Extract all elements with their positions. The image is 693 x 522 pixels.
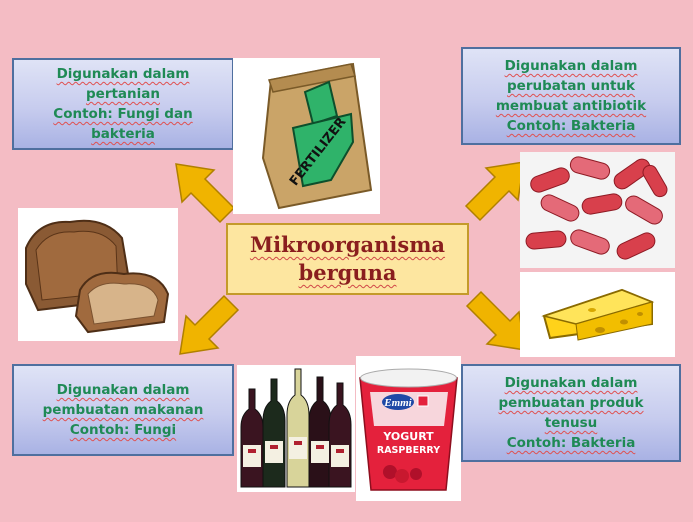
arrow-up-right-icon [462, 158, 528, 224]
yogurt-label-line-2: RASPBERRY [377, 445, 440, 456]
antibiotic-pills-image [520, 152, 675, 268]
center-title-line-1: Mikroorganisma [250, 231, 445, 259]
arrow-up-left-icon [172, 160, 238, 226]
box-agriculture-line-3: Contoh: Fungi dan [53, 104, 192, 124]
box-food-line-3: Contoh: Fungi [70, 420, 176, 440]
box-dairy-line-3: tenusu [545, 413, 597, 433]
arrow-down-left-icon [176, 292, 242, 358]
box-medicine-line-3: membuat antibiotik [496, 96, 646, 116]
cheese-image [520, 272, 675, 357]
yogurt-brand: Emmi [383, 397, 412, 409]
box-food-line-1: Digunakan dalam [57, 380, 190, 400]
box-dairy-line-1: Digunakan dalam [505, 373, 638, 393]
box-dairy-line-2: pembuatan produk [499, 393, 644, 413]
box-medicine: Digunakan dalam perubatan untuk membuat … [461, 47, 681, 145]
box-medicine-line-1: Digunakan dalam [505, 56, 638, 76]
bread-image [18, 208, 178, 341]
box-dairy: Digunakan dalam pembuatan produk tenusu … [461, 364, 681, 462]
center-title-box: Mikroorganisma berguna [226, 223, 469, 295]
yogurt-cup-image: Emmi YOGURT RASPBERRY [356, 356, 461, 501]
box-dairy-line-4: Contoh: Bakteria [507, 433, 636, 453]
box-food-line-2: pembuatan makanan [43, 400, 204, 420]
box-agriculture-line-4: bakteria [91, 124, 155, 144]
box-food: Digunakan dalam pembuatan makanan Contoh… [12, 364, 234, 456]
wine-bottles-image [237, 365, 355, 492]
box-agriculture: Digunakan dalam pertanian Contoh: Fungi … [12, 58, 234, 150]
box-agriculture-line-1: Digunakan dalam [57, 64, 190, 84]
box-medicine-line-2: perubatan untuk [507, 76, 635, 96]
center-title-line-2: berguna [299, 259, 397, 287]
fertilizer-bag-image: FERTILIZER [233, 58, 380, 214]
box-agriculture-line-2: pertanian [86, 84, 160, 104]
box-medicine-line-4: Contoh: Bakteria [507, 116, 636, 136]
yogurt-label-line-1: YOGURT [382, 430, 434, 443]
